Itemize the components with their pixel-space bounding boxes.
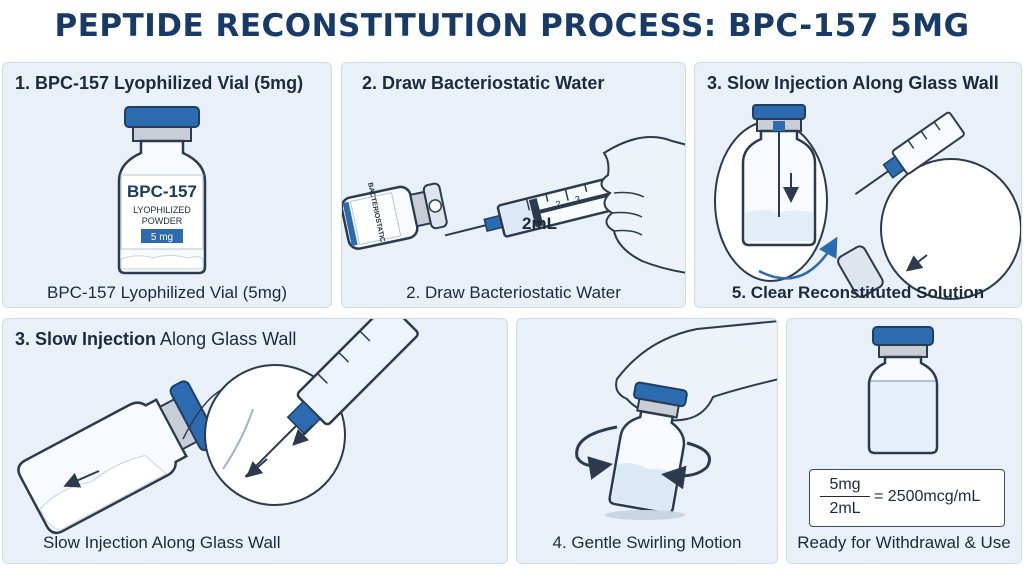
lyophilized-vial-illustration: BPC-157 LYOPHILIZED POWDER 5 mg	[117, 106, 207, 275]
slow-injection-wide-illustration	[17, 319, 419, 535]
panel-heading: 3. Slow Injection Along Glass Wall	[707, 73, 999, 93]
tilted-vial-arrow	[63, 470, 100, 488]
draw-water-illustration: BACTERIOSTATIC 1 2 3 2mL	[342, 136, 685, 274]
shadow	[605, 510, 685, 520]
vial-cap	[124, 106, 200, 128]
vial-cap	[872, 326, 934, 346]
ready-vial-illustration	[867, 326, 939, 455]
vial-label-line1: LYOPHILIZED	[133, 205, 191, 215]
panel-heading-rest: Along Glass Wall	[156, 329, 297, 349]
syringe-mark-3: 3	[574, 194, 581, 205]
syringe-volume: 2mL	[522, 214, 557, 233]
glove-hand	[600, 136, 685, 274]
detail-needle	[854, 170, 889, 195]
panel-heading: 1. BPC-157 Lyophilized Vial (5mg)	[15, 73, 304, 93]
panel-caption: 4. Gentle Swirling Motion	[552, 533, 742, 552]
panel-draw-water: 2. Draw Bacteriostatic Water BACTERIOSTA…	[341, 62, 686, 308]
detail-magnifier	[880, 158, 1021, 300]
panel-swirling: 4. Gentle Swirling Motion	[516, 318, 778, 564]
vial-crimp	[878, 344, 928, 358]
swirl-arrow-right	[661, 441, 711, 490]
panel-caption: 2. Draw Bacteriostatic Water	[406, 283, 621, 302]
water-vial-stopper	[428, 199, 443, 213]
syringe-liquid	[499, 200, 536, 235]
panel-heading-bold: 3. Slow Injection	[15, 329, 157, 349]
slow-injection-illustration	[714, 104, 1021, 300]
syringe-mark-2: 2	[555, 199, 562, 210]
water-vial-label	[349, 192, 402, 246]
panel-caption: Ready for Withdrawal & Use	[797, 533, 1011, 552]
vial-dose-text: 5 mg	[151, 232, 173, 243]
flow-arrow-2	[246, 458, 268, 478]
vial-dose-badge	[141, 229, 183, 243]
detail-flow-arrow	[905, 254, 928, 272]
vial-label-line2: POWDER	[142, 216, 183, 226]
panel-caption: 5. Clear Reconstituted Solution	[731, 283, 985, 302]
water-vial-stripe	[342, 201, 358, 247]
large-syringe-barrel	[296, 319, 419, 426]
vial-crimp	[132, 126, 192, 142]
flow-arrow-1	[292, 424, 314, 446]
vial-cap	[752, 104, 806, 120]
vial-liquid	[611, 463, 677, 512]
formula-numerator: 5mg	[820, 476, 870, 497]
panel-ready: 5mg 2mL = 2500mcg/mL Ready for Withdrawa…	[786, 318, 1022, 564]
panel-heading: 2. Draw Bacteriostatic Water	[362, 73, 605, 93]
panel-slow-injection-detail: 3. Slow Injection Along Glass Wall 5. Cl…	[694, 62, 1022, 308]
detail-needle-hub	[882, 155, 906, 179]
swirling-illustration	[575, 320, 777, 520]
vial-solution	[871, 381, 935, 451]
panel-caption: BPC-157 Lyophilized Vial (5mg)	[46, 283, 287, 302]
page-title: PEPTIDE RECONSTITUTION PROCESS: BPC-157 …	[54, 8, 970, 44]
vial-powder	[120, 255, 204, 270]
panel-slow-injection: 3. Slow Injection Along Glass Wall Slow …	[2, 318, 508, 564]
vial-label-name: BPC-157	[127, 182, 197, 201]
glass-wall-curve	[222, 408, 254, 470]
panel-heading: 3. Slow Injection Along Glass Wall	[15, 329, 296, 350]
formula-fraction: 5mg 2mL	[820, 476, 870, 518]
needle-hub	[773, 121, 785, 131]
tilted-vial-powder	[39, 454, 168, 531]
detail-vial-cap	[837, 245, 884, 298]
vial-solution	[745, 210, 813, 241]
connector-arrow	[758, 236, 838, 280]
swirl-arrow-left	[575, 425, 618, 480]
concentration-formula: 5mg 2mL = 2500mcg/mL	[809, 469, 1005, 527]
syringe-plunger-seal	[528, 198, 544, 228]
panel-caption: Slow Injection Along Glass Wall	[43, 533, 281, 552]
needle	[444, 224, 486, 237]
formula-result: = 2500mcg/mL	[874, 488, 981, 505]
panel-lyophilized-vial: 1. BPC-157 Lyophilized Vial (5mg) BPC-15…	[2, 62, 332, 308]
connector-curve	[182, 388, 224, 440]
formula-denominator: 2mL	[829, 500, 861, 517]
